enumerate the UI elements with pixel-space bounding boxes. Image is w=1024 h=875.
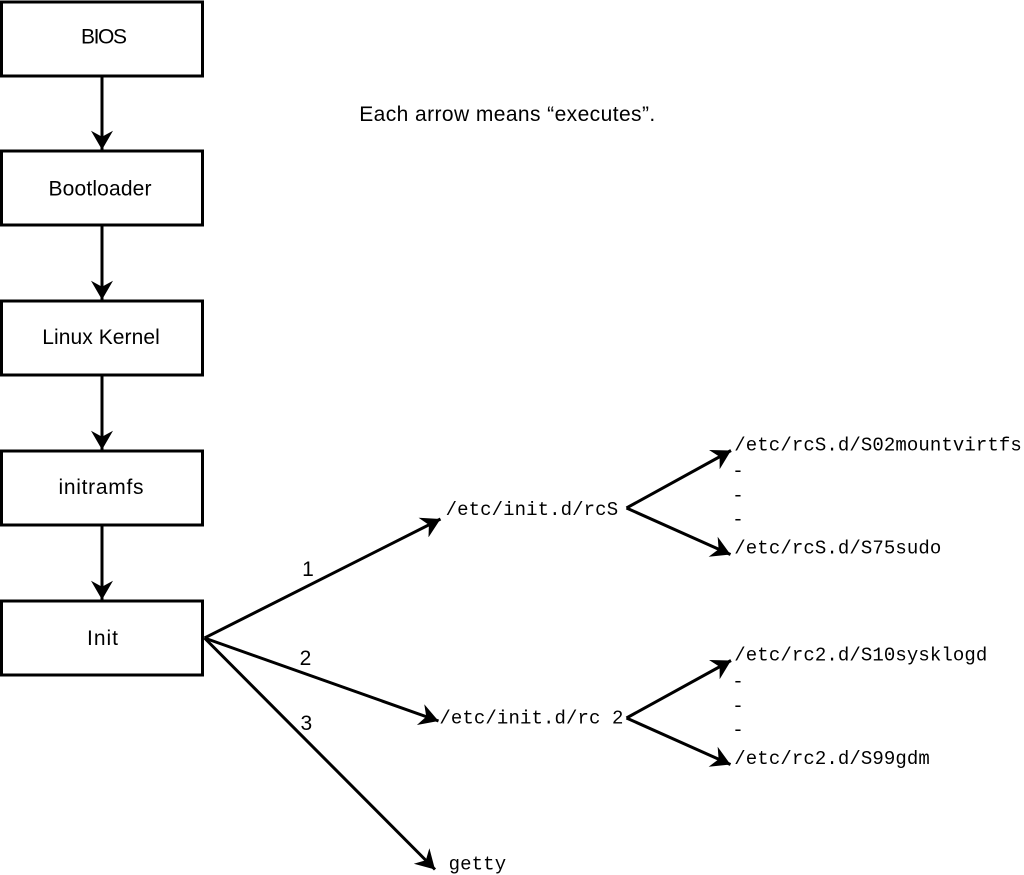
- svg-text:Linux Kernel: Linux Kernel: [42, 326, 160, 349]
- svg-text:Init: Init: [87, 627, 118, 650]
- svg-text:-: -: [732, 720, 743, 742]
- svg-text:/etc/rcS.d/S02mountvirtfs: /etc/rcS.d/S02mountvirtfs: [734, 435, 1022, 457]
- svg-text:/etc/init.d/rc 2: /etc/init.d/rc 2: [439, 708, 623, 730]
- svg-text:Each arrow means “executes”.: Each arrow means “executes”.: [359, 103, 655, 126]
- svg-text:-: -: [732, 695, 743, 717]
- svg-text:/etc/rc2.d/S99gdm: /etc/rc2.d/S99gdm: [734, 748, 930, 770]
- svg-text:BIOS: BIOS: [81, 26, 127, 49]
- svg-text:2: 2: [300, 647, 312, 670]
- svg-text:-: -: [732, 671, 743, 693]
- svg-text:/etc/rc2.d/S10sysklogd: /etc/rc2.d/S10sysklogd: [734, 644, 987, 666]
- svg-text:/etc/rcS.d/S75sudo: /etc/rcS.d/S75sudo: [734, 538, 941, 560]
- svg-text:-: -: [732, 485, 743, 507]
- svg-text:/etc/init.d/rcS: /etc/init.d/rcS: [446, 499, 618, 521]
- svg-text:3: 3: [300, 712, 312, 735]
- svg-text:-: -: [732, 461, 743, 483]
- svg-text:-: -: [732, 509, 743, 531]
- svg-text:Bootloader: Bootloader: [49, 178, 152, 201]
- svg-text:initramfs: initramfs: [59, 476, 144, 499]
- svg-text:getty: getty: [449, 853, 507, 875]
- svg-text:1: 1: [302, 558, 314, 581]
